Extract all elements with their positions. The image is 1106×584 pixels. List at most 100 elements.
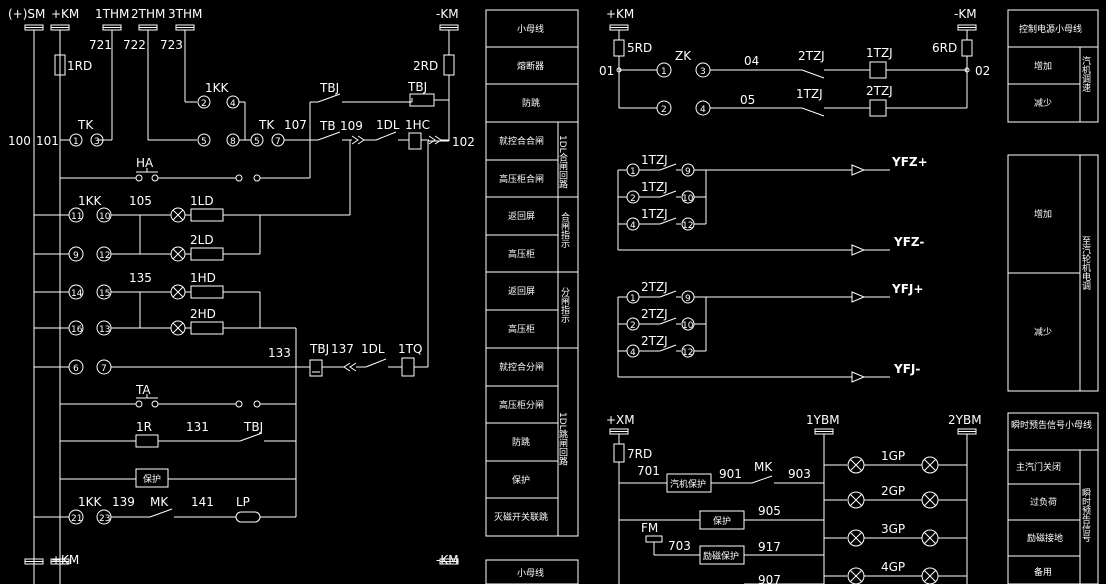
terminal-14-label: 14 xyxy=(71,289,83,299)
mid-row-4: 高压柜合闸 xyxy=(499,173,544,185)
mid-row-0: 小母线 xyxy=(517,23,544,35)
wire-109: 109 xyxy=(340,119,363,133)
bus-label-km-plus: +KM xyxy=(51,7,79,21)
wire-102: 102 xyxy=(452,135,475,149)
label-2tzj-nc: 2TZJ xyxy=(798,49,825,63)
relay-1tzj xyxy=(869,61,887,79)
kk-terminal-2 xyxy=(197,95,211,109)
zk-terminal-4-label: 4 xyxy=(700,105,706,115)
label-zk: ZK xyxy=(675,49,692,63)
terminal-10-label: 10 xyxy=(99,212,111,222)
terminal-13-label: 13 xyxy=(99,325,110,335)
bus-label-km-plus-bottom: +KM xyxy=(51,553,79,567)
label-lp: LP xyxy=(236,495,250,509)
wire-133: 133 xyxy=(268,346,291,360)
mid-row-13: 灭磁开关联跳 xyxy=(494,511,548,523)
node-903: 903 xyxy=(788,467,811,481)
mid-row-11: 防跳 xyxy=(512,436,530,448)
fuse-2rd xyxy=(443,54,455,76)
br-bus-2ybm: 2YBM xyxy=(948,413,982,427)
mid-row-12: 保护 xyxy=(512,474,530,486)
fuse-6rd-label: 6RD xyxy=(932,41,957,55)
terminal-12-label: 12 xyxy=(99,251,110,261)
zk-terminal-2-label: 2 xyxy=(661,105,667,115)
yfz-minus: YFZ- xyxy=(893,235,924,249)
yfz-relay-2: 1TZJ xyxy=(641,180,668,194)
yfj-term-1: 1 xyxy=(630,294,636,304)
relay-2tzj xyxy=(869,99,887,117)
mid-bottom-row: 小母线 xyxy=(517,567,544,579)
label-1r: 1R xyxy=(136,420,152,434)
terminal-11-label: 11 xyxy=(71,212,82,222)
yfz-relay-1: 1TZJ xyxy=(641,153,668,167)
br-table-row-3: 备用 xyxy=(1034,566,1052,578)
label-tk: TK xyxy=(77,118,94,132)
fuse-1rd xyxy=(54,54,66,76)
lp-plate xyxy=(235,511,261,523)
yfj-relay-3: 2TZJ xyxy=(641,334,668,348)
mid-table-frame xyxy=(485,9,579,584)
label-2hd: 2HD xyxy=(190,307,216,321)
br-table-side: 瞬时预告信号 xyxy=(1080,487,1091,543)
kk-terminal-8-label: 8 xyxy=(230,137,236,147)
tk-terminal-5 xyxy=(250,133,264,147)
box-protection-label: 保护 xyxy=(143,473,161,485)
box-turbine-protection-label: 汽机保护 xyxy=(670,478,706,490)
box-protection-br-label: 保护 xyxy=(713,515,731,527)
mid-side-0: 1DL合闸回路 xyxy=(557,135,568,190)
box-excitation-protection-label: 励磁保护 xyxy=(703,550,739,562)
label-1gp: 1GP xyxy=(881,449,905,463)
wire-722: 722 xyxy=(123,38,146,52)
label-1tq: 1TQ xyxy=(398,342,422,356)
yfz-term-1: 1 xyxy=(630,167,636,177)
mid-row-8: 高压柜 xyxy=(508,323,535,335)
resistor-1r xyxy=(135,434,159,448)
label-tbj-coil: TBJ xyxy=(407,80,427,94)
label-1dl-2: 1DL xyxy=(361,342,385,356)
node-05: 05 xyxy=(740,93,755,107)
br-table-frame xyxy=(1007,412,1099,584)
label-3gp: 3GP xyxy=(881,522,905,536)
coil-1hc xyxy=(408,132,422,150)
mid-row-6: 高压柜 xyxy=(508,248,535,260)
mid-row-9: 就控合分闸 xyxy=(499,361,544,373)
wire-141: 141 xyxy=(191,495,214,509)
terminal-21-label: 21 xyxy=(71,514,82,524)
bus-label-km-minus: -KM xyxy=(436,7,459,21)
yfz-block: 1 2 4 1TZJ 1TZJ 1TZJ 9 10 12 xyxy=(617,153,890,256)
br-table-row-1: 过负荷 xyxy=(1030,496,1057,508)
label-1tzj: 1TZJ xyxy=(866,46,893,60)
resistor-2hd xyxy=(190,321,224,335)
vertical-bus-lines xyxy=(33,30,450,584)
node-04: 04 xyxy=(744,54,759,68)
right-table-frame xyxy=(1007,9,1099,392)
mid-side-1: 合闸指示 xyxy=(559,211,570,248)
label-fm: FM xyxy=(641,521,658,535)
br-table-row-2: 励磁接地 xyxy=(1027,532,1063,544)
wire-131: 131 xyxy=(186,420,209,434)
label-1kk-3: 1KK xyxy=(78,495,103,509)
terminal-21 xyxy=(68,509,84,525)
label-1kk-2: 1KK xyxy=(78,194,103,208)
terminal-23-label: 23 xyxy=(99,514,110,524)
rt-table-side-1: 汽机调速 xyxy=(1080,55,1091,93)
br-table-row-0: 主汽门关闭 xyxy=(1016,461,1061,473)
terminal-14 xyxy=(68,284,84,300)
mid-row-1: 熔断器 xyxy=(517,60,544,72)
node-905: 905 xyxy=(758,504,781,518)
wire-100: 100 xyxy=(8,134,31,148)
label-mk: MK xyxy=(150,495,169,509)
fuse-7rd xyxy=(613,443,625,463)
label-tbj-2: TBJ xyxy=(309,342,329,356)
label-tbj-3: TBJ xyxy=(243,420,263,434)
mid-row-3: 就控合合闸 xyxy=(499,135,544,147)
terminal-3 xyxy=(90,133,104,147)
label-1hd: 1HD xyxy=(190,271,216,285)
yfj-term-4: 4 xyxy=(630,348,636,358)
label-2tzj: 2TZJ xyxy=(866,84,893,98)
zk-terminal-3-label: 3 xyxy=(700,67,706,77)
yfj-term-10: 10 xyxy=(682,321,694,331)
bus-label-km-minus-bottom: -KM xyxy=(436,553,459,567)
